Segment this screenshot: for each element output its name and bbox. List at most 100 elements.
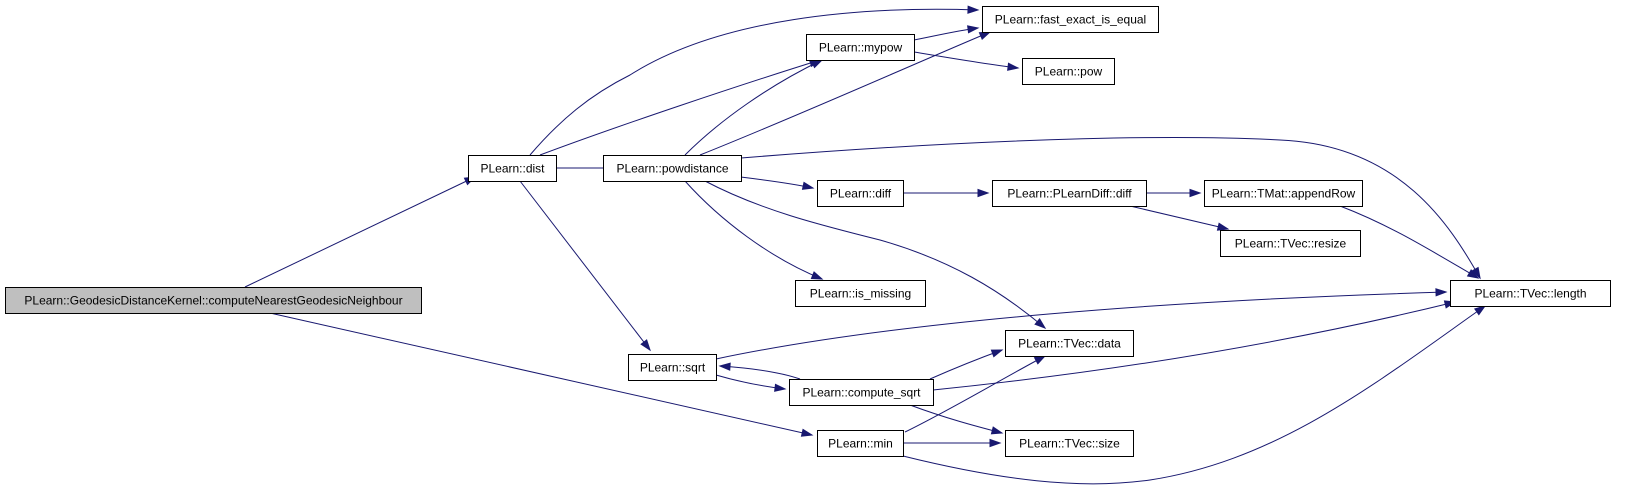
edge-tmat_appendrow-to-tvec_length: [1339, 205, 1480, 279]
node-box[interactable]: [992, 180, 1147, 207]
node-label: PLearn::min: [828, 437, 893, 451]
node-box[interactable]: [1005, 430, 1134, 457]
node-mypow[interactable]: PLearn::mypow: [806, 34, 915, 61]
node-label: PLearn::mypow: [819, 41, 903, 55]
edge-diff-to-plearndiff_diff: [903, 188, 990, 198]
node-min[interactable]: PLearn::min: [817, 430, 904, 457]
edge-line: [904, 355, 1046, 433]
edge-arrowhead: [1216, 222, 1230, 231]
node-powdistance[interactable]: PLearn::powdistance: [603, 155, 742, 182]
edge-powdistance-to-tvec_data: [704, 180, 1047, 329]
edge-line: [684, 59, 823, 156]
edge-arrowhead: [1466, 269, 1480, 279]
node-box[interactable]: [789, 379, 934, 406]
edge-line: [909, 404, 1003, 434]
node-compute-sqrt[interactable]: PLearn::compute_sqrt: [789, 379, 934, 406]
node-label: PLearn::TVec::resize: [1235, 237, 1347, 251]
edge-powdistance-to-is_missing: [684, 180, 824, 280]
node-tvec-length[interactable]: PLearn::TVec::length: [1450, 280, 1611, 307]
node-box[interactable]: [5, 287, 422, 314]
edge-arrowhead: [774, 383, 787, 392]
edge-powdistance-to-diff: [740, 176, 815, 190]
edge-arrowhead: [640, 339, 651, 352]
node-label: PLearn::diff: [830, 187, 892, 201]
node-box[interactable]: [795, 280, 926, 307]
edge-line: [913, 51, 1019, 69]
edge-arrowhead: [1007, 62, 1020, 71]
node-box[interactable]: [1022, 58, 1115, 85]
edge-line: [715, 374, 786, 390]
edge-line: [740, 137, 1481, 279]
node-sqrt[interactable]: PLearn::sqrt: [628, 354, 717, 381]
edge-dist-to-sqrt: [519, 180, 651, 352]
edge-line: [1339, 205, 1479, 279]
edge-line: [932, 301, 1456, 391]
node-is-missing[interactable]: PLearn::is_missing: [795, 280, 926, 307]
node-label: PLearn::powdistance: [616, 162, 728, 176]
node-diff[interactable]: PLearn::diff: [817, 180, 904, 207]
node-label: PLearn::sqrt: [640, 361, 706, 375]
edge-arrowhead: [801, 181, 815, 190]
edge-mypow-to-pow: [913, 51, 1020, 71]
node-box[interactable]: [817, 430, 904, 457]
edge-compute_sqrt-to-tvec_size: [909, 404, 1004, 435]
edge-arrowhead: [810, 271, 824, 280]
edge-arrowhead: [978, 31, 992, 40]
node-plearndiff-diff[interactable]: PLearn::PLearnDiff::diff: [992, 180, 1147, 207]
node-root[interactable]: PLearn::GeodesicDistanceKernel::computeN…: [5, 287, 422, 314]
node-dist[interactable]: PLearn::dist: [468, 155, 557, 182]
edge-arrowhead: [967, 25, 980, 34]
node-box[interactable]: [1450, 280, 1611, 307]
node-pow[interactable]: PLearn::pow: [1022, 58, 1115, 85]
edge-arrowhead: [967, 5, 980, 14]
edge-arrowhead: [990, 426, 1004, 435]
node-box[interactable]: [628, 354, 717, 381]
node-label: PLearn::fast_exact_is_equal: [995, 13, 1146, 27]
edge-arrowhead: [1435, 288, 1448, 297]
edge-arrowhead: [718, 362, 731, 371]
node-tvec-data[interactable]: PLearn::TVec::data: [1005, 330, 1134, 357]
edge-line: [684, 180, 823, 280]
node-box[interactable]: [817, 180, 904, 207]
node-box[interactable]: [806, 34, 915, 61]
edge-line: [699, 31, 991, 156]
edge-line: [715, 291, 1447, 360]
node-fast-exact-is-equal[interactable]: PLearn::fast_exact_is_equal: [982, 6, 1159, 33]
node-tmat-appendrow[interactable]: PLearn::TMat::appendRow: [1204, 180, 1363, 207]
edge-line: [529, 8, 979, 156]
edge-plearndiff_diff-to-tmat_appendrow: [1146, 188, 1202, 198]
node-label: PLearn::TMat::appendRow: [1212, 187, 1356, 201]
edge-mypow-to-fast_exact_is_equal: [913, 25, 980, 41]
edge-arrowhead: [800, 428, 814, 437]
edge-plearndiff_diff-to-tvec_resize: [1129, 205, 1230, 231]
node-tvec-resize[interactable]: PLearn::TVec::resize: [1220, 230, 1361, 257]
node-box[interactable]: [1204, 180, 1363, 207]
edge-arrowhead: [977, 188, 990, 198]
node-box[interactable]: [1220, 230, 1361, 257]
node-label: PLearn::TVec::data: [1018, 337, 1121, 351]
node-box[interactable]: [1005, 330, 1134, 357]
edge-line: [929, 349, 1003, 380]
node-box[interactable]: [603, 155, 742, 182]
edge-arrowhead: [1033, 355, 1047, 365]
edge-arrowhead: [1189, 188, 1202, 198]
node-box[interactable]: [468, 155, 557, 182]
edge-line: [704, 180, 1046, 329]
edge-arrowhead: [990, 349, 1004, 358]
node-box[interactable]: [982, 6, 1159, 33]
node-label: PLearn::TVec::length: [1474, 287, 1586, 301]
edge-powdistance-to-tvec_length: [740, 137, 1481, 280]
edge-line: [269, 312, 813, 436]
node-tvec-size[interactable]: PLearn::TVec::size: [1005, 430, 1134, 457]
edge-compute_sqrt-to-sqrt: [718, 362, 801, 380]
edge-line: [539, 59, 821, 156]
edge-arrowhead: [810, 59, 824, 69]
edge-root-to-min: [269, 312, 814, 437]
edge-dist-to-mypow: [539, 59, 822, 156]
edge-sqrt-to-tvec_length: [715, 288, 1448, 360]
edge-arrowhead: [1471, 266, 1481, 280]
edge-arrowhead: [1473, 305, 1487, 316]
edge-arrowhead: [1034, 318, 1047, 329]
edge-line: [244, 176, 476, 288]
